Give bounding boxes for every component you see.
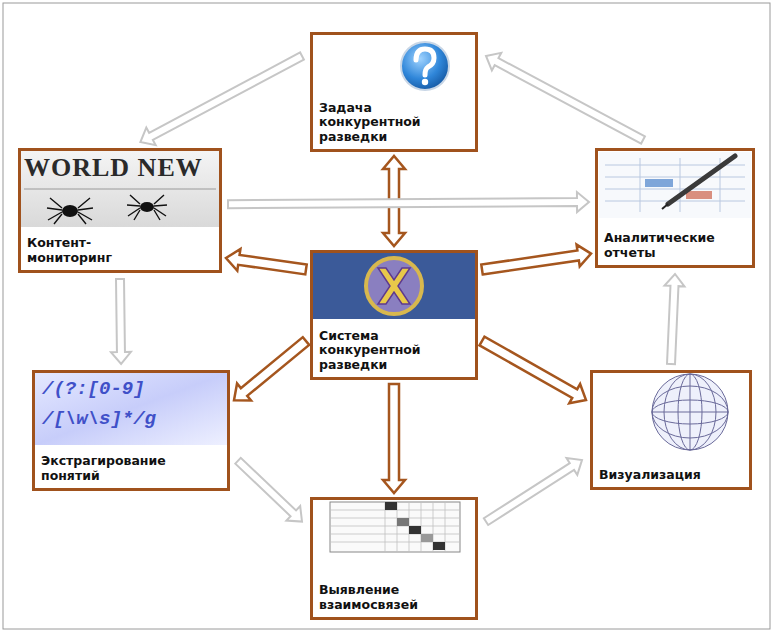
flow-arrow [480, 337, 586, 404]
flow-arrow [234, 337, 309, 400]
flow-arrow [226, 249, 307, 274]
pen-icon [668, 156, 735, 204]
cycle-arrow [111, 279, 131, 364]
question-icon [401, 42, 449, 90]
box-label: Задача конкурентной разведки [319, 101, 429, 144]
cycle-arrow [228, 192, 589, 212]
box-label: Выявление взаимосвязей [319, 583, 434, 612]
box-label: Аналитические отчеты [604, 231, 744, 260]
cycle-arrow [484, 458, 582, 525]
sphere-icon [652, 374, 728, 450]
flow-arrow [383, 384, 405, 493]
box-label: Система конкурентной разведки [319, 329, 429, 372]
matrix-grid [330, 502, 460, 552]
regex-picture [35, 373, 227, 445]
matrix-cells [385, 502, 445, 550]
box-label: Визуализация [599, 468, 701, 482]
cycle-arrow [235, 458, 302, 522]
report-picture [599, 152, 751, 218]
report-bar [686, 191, 712, 199]
cycle-arrow [664, 274, 684, 364]
newspaper-headline: WORLD NEW [24, 153, 203, 183]
report-bar [645, 179, 673, 187]
newspaper-picture [21, 151, 219, 227]
flow-arrow [481, 245, 591, 275]
spider-body [62, 205, 78, 217]
process-box: Аналитические отчеты [595, 148, 755, 268]
spider-body [140, 202, 154, 212]
outer-frame [3, 3, 770, 629]
regex-text: /(?:[0-9] [42, 378, 145, 400]
system-emblem [366, 258, 422, 314]
box-label: Контент-мониторинг [27, 236, 137, 265]
process-box: Визуализация [590, 370, 752, 490]
question-dot [422, 79, 428, 85]
process-box: Система конкурентной разведки [310, 250, 478, 380]
regex-text: /[\w\s]*/g [42, 408, 156, 430]
x-symbol [378, 268, 410, 304]
cycle-arrow [486, 53, 645, 144]
process-box: Выявление взаимосвязей [310, 497, 478, 620]
matrix-picture [330, 502, 460, 552]
system-emblem-ground [313, 253, 475, 319]
box-label: Экстрагирование понятий [41, 454, 201, 483]
process-box: Задача конкурентной разведки [310, 32, 478, 152]
question-mark [416, 49, 434, 75]
newspaper-rule [24, 189, 216, 190]
spider-icon [47, 195, 167, 224]
cycle-arrow [140, 52, 303, 145]
pen-tip [662, 204, 668, 209]
